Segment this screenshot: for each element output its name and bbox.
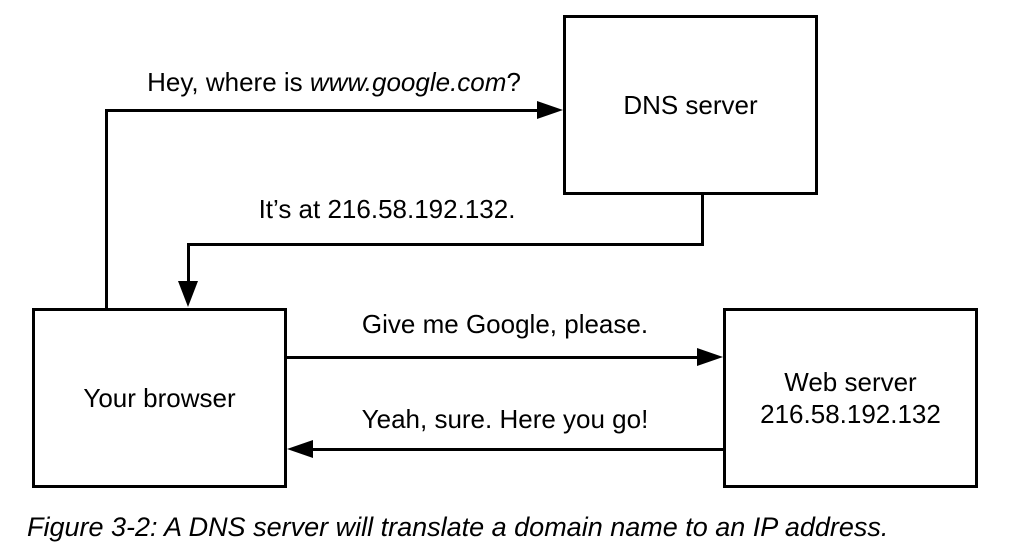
query-message-domain: www.google.com [309, 67, 507, 97]
figure-caption: Figure 3-2: A DNS server will translate … [27, 512, 889, 542]
web-server-label: Web server [784, 366, 917, 397]
arrowhead-right-icon [537, 101, 563, 119]
dns-response-line-vertical-top [701, 194, 704, 246]
query-arrow-line-horizontal [105, 109, 539, 112]
web-server-ip-label: 216.58.192.132 [760, 399, 941, 429]
dns-server-box: DNS server [563, 15, 818, 195]
browser-box: Your browser [32, 308, 287, 488]
query-message-label: Hey, where is www.google.com? [105, 67, 563, 98]
query-arrow-line-vertical [105, 109, 108, 311]
dns-response-message-label: It’s at 216.58.192.132. [258, 194, 516, 224]
arrowhead-left-icon [287, 440, 313, 458]
dns-response-line-horizontal [187, 243, 704, 246]
request-message-label: Give me Google, please. [361, 309, 649, 339]
dns-response-line-vertical-bottom [187, 243, 190, 285]
reply-message-label: Yeah, sure. Here you go! [361, 404, 649, 434]
web-server-box: Web server 216.58.192.132 [723, 308, 978, 488]
query-message-suffix: ? [506, 67, 521, 97]
query-message-prefix: Hey, where is [147, 67, 310, 97]
request-arrow-line [287, 356, 699, 359]
browser-label: Your browser [83, 382, 236, 413]
reply-arrow-line [311, 448, 723, 451]
arrowhead-down-icon [178, 281, 198, 307]
arrowhead-right-icon [697, 348, 723, 366]
dns-server-label: DNS server [623, 89, 758, 120]
